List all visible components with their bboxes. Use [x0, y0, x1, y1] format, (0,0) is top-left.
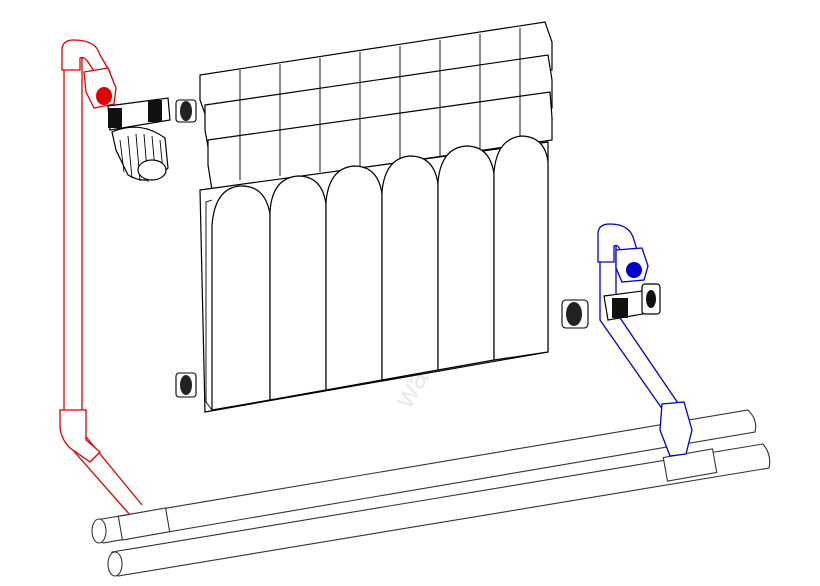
main-pipes: [91, 409, 771, 577]
thermostatic-valve-icon: [107, 97, 171, 183]
plug-top-left: [175, 99, 197, 123]
plug-bottom-left: [175, 372, 197, 398]
plug-icon: [175, 99, 589, 398]
return-pipe-icon: [597, 223, 693, 457]
lockshield-valve-icon: [603, 283, 661, 321]
plug-bottom-right: [561, 299, 589, 329]
lower-main-pipe: [107, 443, 771, 577]
upper-main-pipe: [91, 409, 757, 544]
radiator-sections: [211, 135, 549, 411]
supply-pipe-icon: [59, 39, 143, 516]
radiator-icon: [199, 21, 553, 413]
